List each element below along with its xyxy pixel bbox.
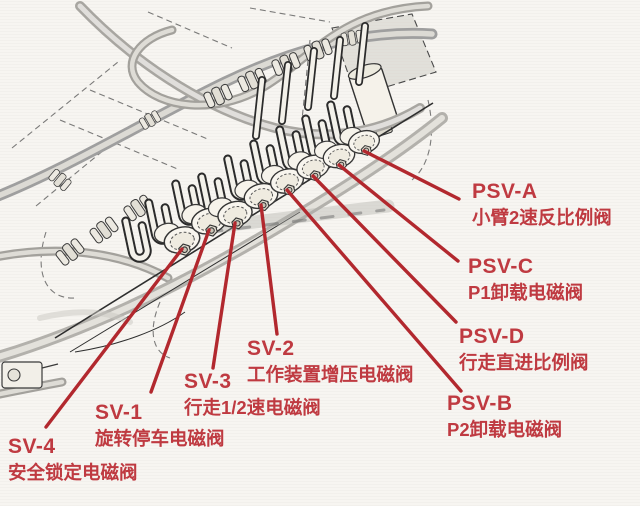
callout-sv-3: SV-3 行走1/2速电磁阀: [184, 370, 321, 419]
leader-line-psv-d: [311, 174, 458, 324]
leader-line-sv-3: [211, 221, 237, 370]
callout-psv-a: PSV-A 小臂2速反比例阀: [472, 180, 612, 229]
leader-line-sv-1: [149, 228, 211, 394]
callout-subtitle: 工作装置增压电磁阀: [247, 364, 414, 386]
callout-sv-1: SV-1 旋转停车电磁阀: [95, 401, 225, 450]
leader-line-sv-4: [44, 247, 184, 429]
callout-subtitle: 旋转停车电磁阀: [95, 428, 225, 450]
leader-line-psv-b: [285, 188, 463, 393]
callout-subtitle: 行走1/2速电磁阀: [184, 397, 321, 419]
leader-line-psv-c: [337, 163, 460, 263]
leader-line-sv-2: [259, 203, 279, 336]
callout-psv-d: PSV-D 行走直进比例阀: [459, 325, 589, 374]
callout-title: PSV-A: [472, 180, 538, 203]
callout-sv-4: SV-4 安全锁定电磁阀: [8, 435, 138, 484]
callout-title: SV-2: [247, 337, 295, 360]
callout-title: PSV-C: [468, 255, 534, 278]
callout-sv-2: SV-2 工作装置增压电磁阀: [247, 337, 414, 386]
callout-subtitle: 小臂2速反比例阀: [472, 207, 612, 229]
callout-title: SV-4: [8, 435, 56, 458]
callout-subtitle: P1卸载电磁阀: [468, 282, 584, 304]
callout-psv-b: PSV-B P2卸载电磁阀: [447, 392, 563, 441]
leader-line-psv-a: [362, 149, 461, 201]
callout-title: SV-3: [184, 370, 232, 393]
callout-subtitle: 行走直进比例阀: [459, 352, 589, 374]
callout-subtitle: 安全锁定电磁阀: [8, 462, 138, 484]
callout-psv-c: PSV-C P1卸载电磁阀: [468, 255, 584, 304]
callout-title: PSV-D: [459, 325, 525, 348]
callout-subtitle: P2卸载电磁阀: [447, 419, 563, 441]
left-fitting-block: [1, 361, 59, 389]
callout-title: SV-1: [95, 401, 143, 424]
callout-title: PSV-B: [447, 392, 513, 415]
